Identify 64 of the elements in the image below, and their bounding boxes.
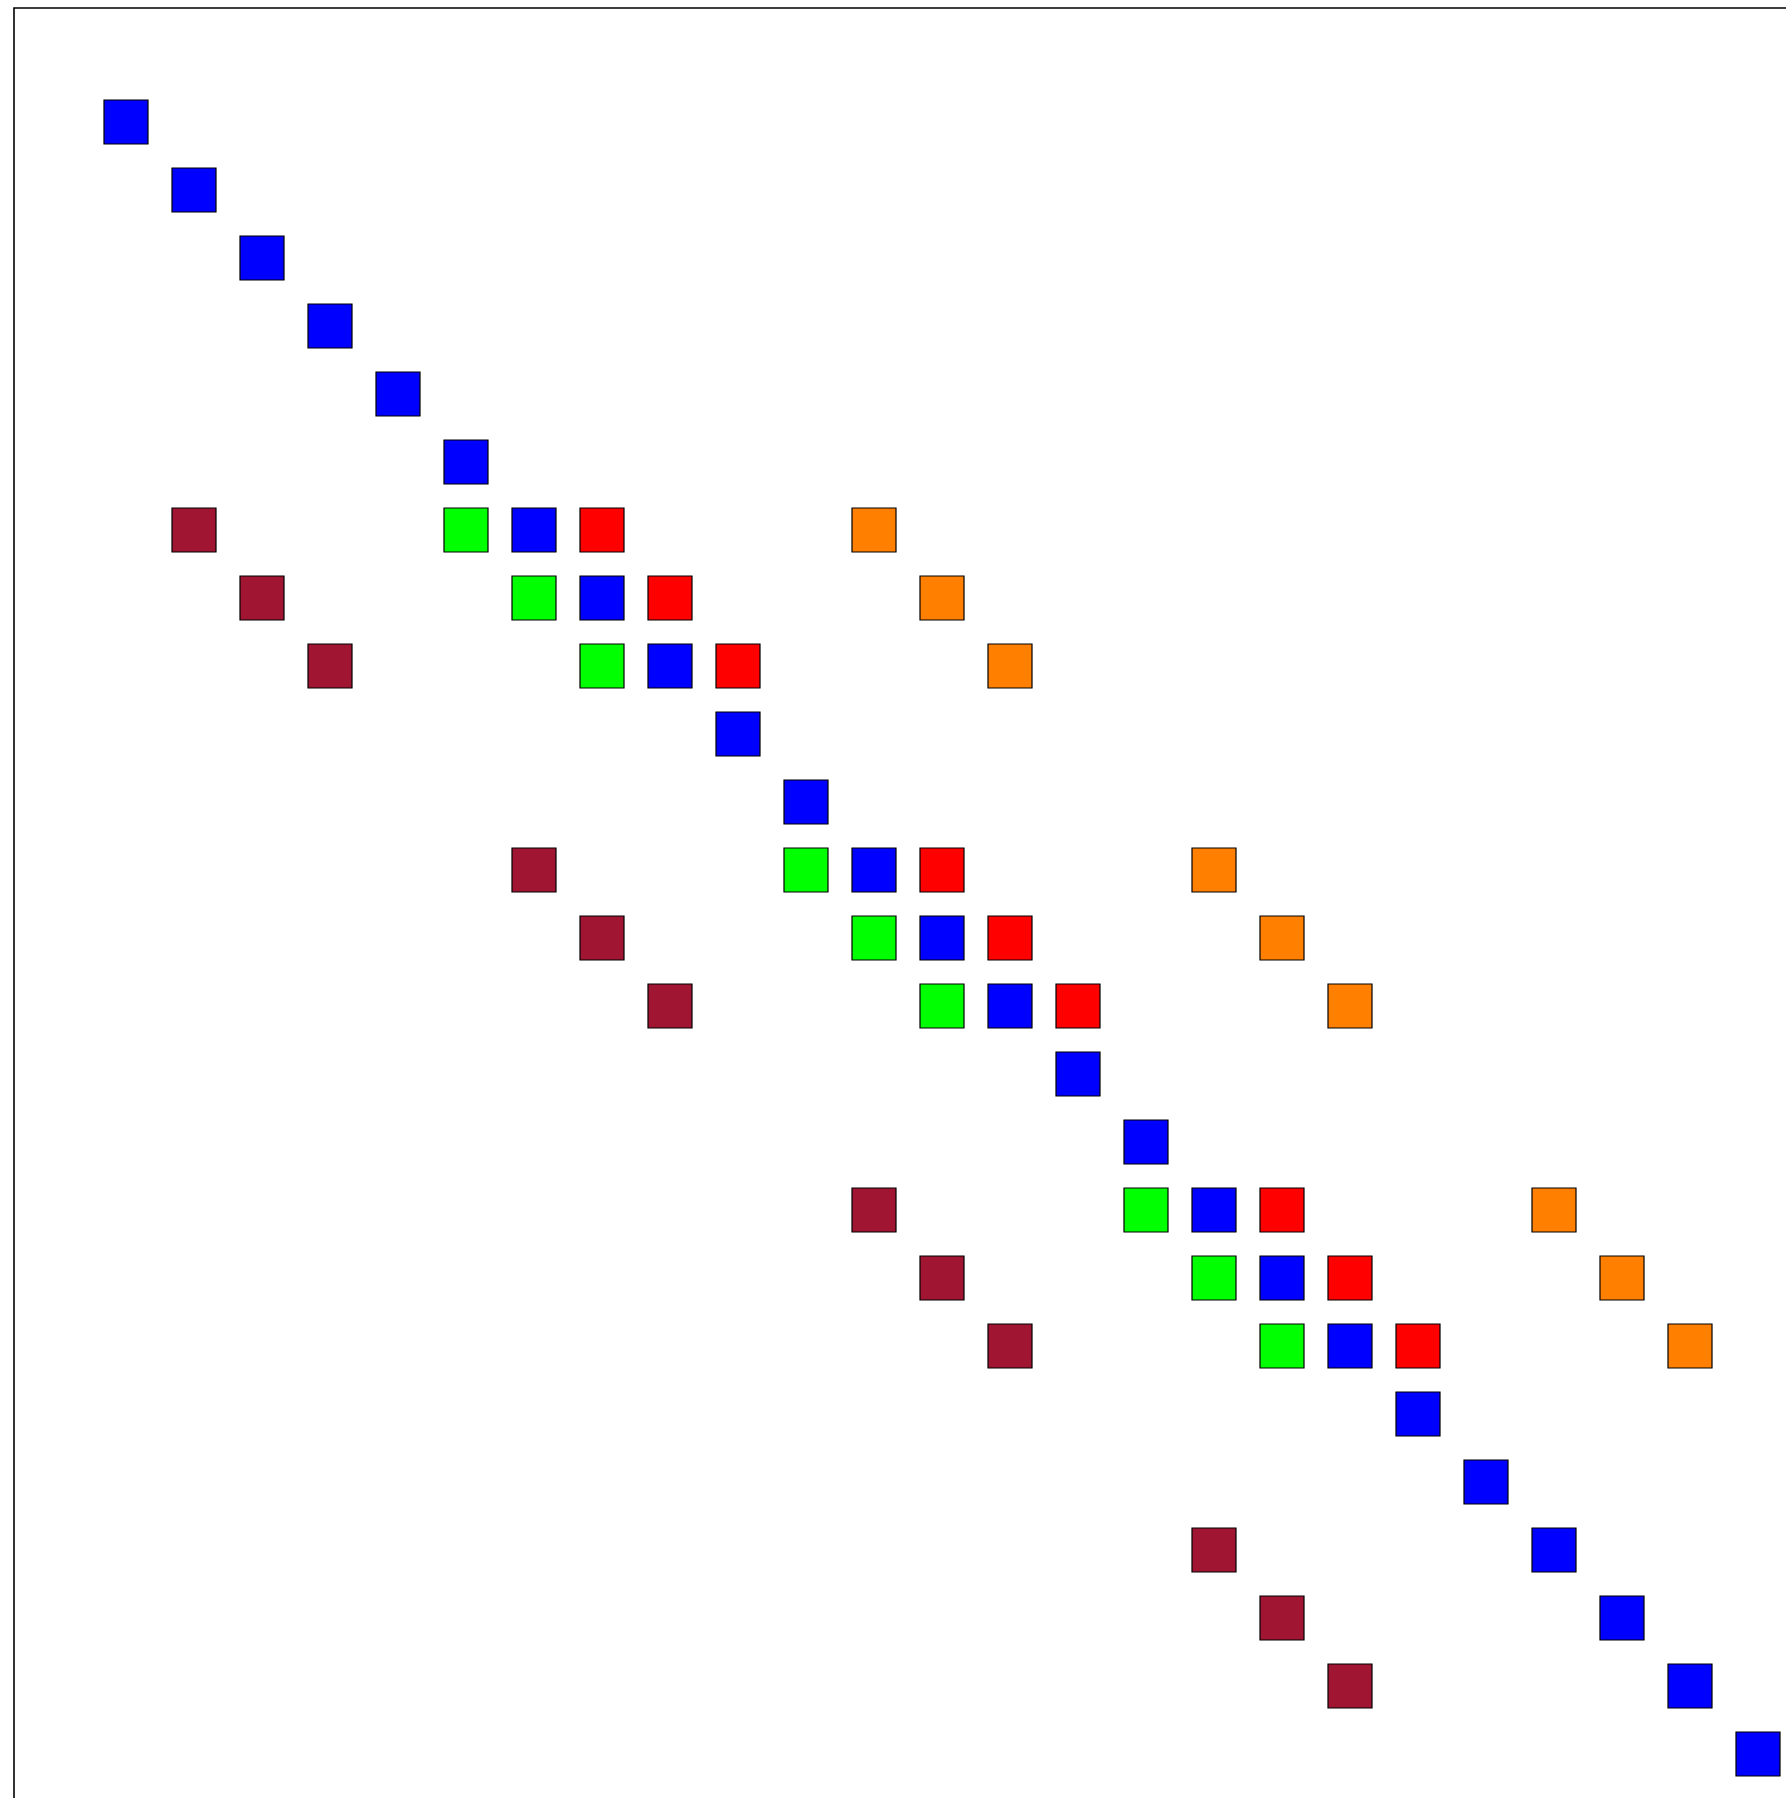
matrix-entry bbox=[1191, 1527, 1237, 1573]
matrix-entry bbox=[1667, 1323, 1713, 1369]
matrix-entry bbox=[715, 711, 761, 757]
matrix-entry bbox=[443, 439, 489, 485]
matrix-entry bbox=[579, 507, 625, 553]
matrix-entry bbox=[1259, 1323, 1305, 1369]
matrix-entry bbox=[511, 847, 557, 893]
matrix-entry bbox=[647, 575, 693, 621]
matrix-entry bbox=[1259, 1255, 1305, 1301]
matrix-entry bbox=[1735, 1731, 1781, 1777]
matrix-entry bbox=[307, 643, 353, 689]
matrix-entry bbox=[1531, 1187, 1577, 1233]
matrix-entry bbox=[1599, 1595, 1645, 1641]
matrix-entry bbox=[239, 575, 285, 621]
matrix-entry bbox=[987, 1323, 1033, 1369]
matrix-entry bbox=[239, 235, 285, 281]
matrix-entry bbox=[919, 847, 965, 893]
matrix-entry bbox=[1123, 1187, 1169, 1233]
matrix-entry bbox=[851, 507, 897, 553]
matrix-entry bbox=[647, 643, 693, 689]
matrix-entry bbox=[579, 643, 625, 689]
matrix-entry bbox=[171, 507, 217, 553]
matrix-entry bbox=[1259, 915, 1305, 961]
matrix-entry bbox=[851, 915, 897, 961]
matrix-entry bbox=[919, 1255, 965, 1301]
matrix-entry bbox=[1327, 1323, 1373, 1369]
matrix-entry bbox=[987, 983, 1033, 1029]
matrix-entry bbox=[783, 847, 829, 893]
matrix-entry bbox=[171, 167, 217, 213]
matrix-entry bbox=[647, 983, 693, 1029]
matrix-entry bbox=[1667, 1663, 1713, 1709]
matrix-entry bbox=[1259, 1187, 1305, 1233]
matrix-entry bbox=[1123, 1119, 1169, 1165]
matrix-entry bbox=[1191, 1255, 1237, 1301]
matrix-entry bbox=[851, 847, 897, 893]
matrix-entry bbox=[307, 303, 353, 349]
matrix-entry bbox=[1599, 1255, 1645, 1301]
matrix-entry bbox=[919, 915, 965, 961]
matrix-entry bbox=[1395, 1391, 1441, 1437]
matrix-entry bbox=[987, 915, 1033, 961]
matrix-entry bbox=[103, 99, 149, 145]
matrix-entry bbox=[511, 575, 557, 621]
matrix-entry bbox=[919, 575, 965, 621]
matrix-entry bbox=[1327, 1255, 1373, 1301]
matrix-entry bbox=[1463, 1459, 1509, 1505]
matrix-entry bbox=[783, 779, 829, 825]
matrix-entry bbox=[987, 643, 1033, 689]
matrix-entry bbox=[1191, 847, 1237, 893]
matrix-entry bbox=[375, 371, 421, 417]
matrix-entry bbox=[1327, 1663, 1373, 1709]
matrix-entry bbox=[1395, 1323, 1441, 1369]
matrix-entry bbox=[715, 643, 761, 689]
matrix-entry bbox=[443, 507, 489, 553]
matrix-entry bbox=[1327, 983, 1373, 1029]
matrix-entry bbox=[579, 915, 625, 961]
matrix-entry bbox=[1259, 1595, 1305, 1641]
matrix-entry bbox=[1531, 1527, 1577, 1573]
matrix-entry bbox=[511, 507, 557, 553]
matrix-entry bbox=[851, 1187, 897, 1233]
matrix-entry bbox=[579, 575, 625, 621]
matrix-entry bbox=[919, 983, 965, 1029]
matrix-entry bbox=[1055, 983, 1101, 1029]
matrix-entry bbox=[1055, 1051, 1101, 1097]
matrix-entry bbox=[1191, 1187, 1237, 1233]
